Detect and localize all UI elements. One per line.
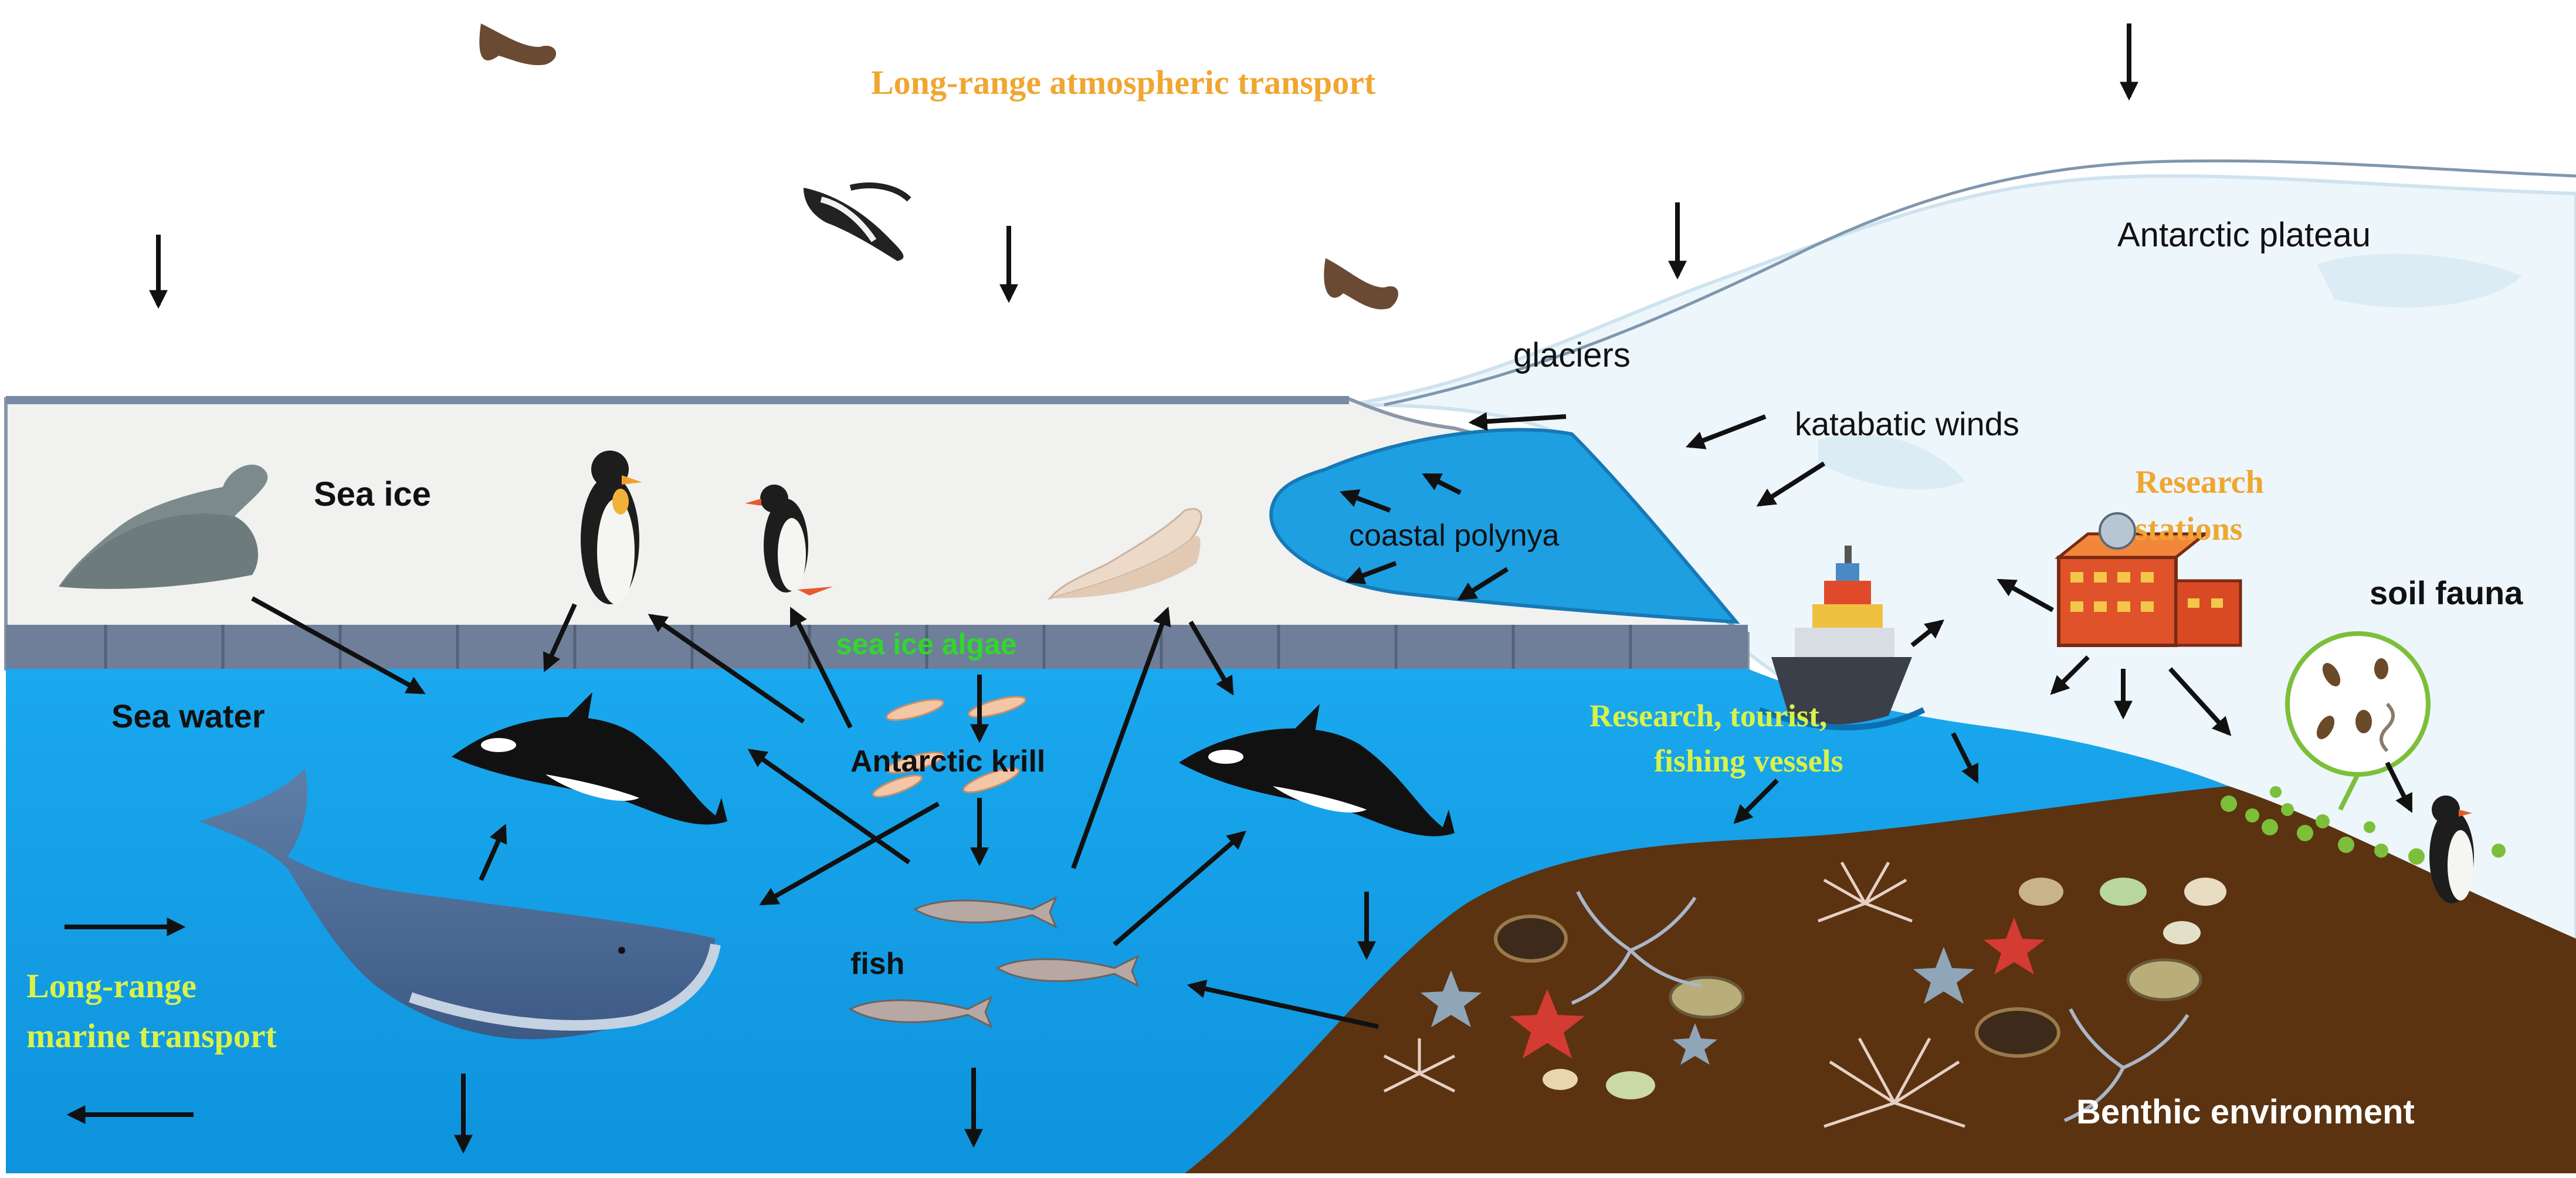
label-antarctic-plateau: Antarctic plateau xyxy=(2117,216,2371,254)
label-fish: fish xyxy=(850,947,904,981)
label-soil-fauna: soil fauna xyxy=(2370,574,2523,611)
orca-icon xyxy=(1179,704,1455,837)
antarctic-plateau-line xyxy=(1384,159,2576,407)
brittle-star-icon xyxy=(1571,891,2189,1122)
label-glaciers: glaciers xyxy=(1513,336,1631,374)
label-sea-water: Sea water xyxy=(111,698,265,734)
skua-bird-icon xyxy=(479,23,557,66)
label-atmospheric-transport: Long-range atmospheric transport xyxy=(871,63,1376,101)
skua-bird-icon xyxy=(1324,258,1398,310)
label-research-stations-line2: stations xyxy=(2135,511,2243,547)
label-vessels-line1: Research, tourist, xyxy=(1589,698,1827,733)
benthic-organisms xyxy=(1383,861,2226,1128)
label-katabatic-winds: katabatic winds xyxy=(1795,405,2019,442)
sea-spider-icon xyxy=(1383,861,1965,1128)
starfish-icon xyxy=(1510,918,2045,1058)
whale-icon xyxy=(199,769,721,1040)
gentoo-penguin-icon xyxy=(745,485,833,595)
label-antarctic-krill: Antarctic krill xyxy=(850,744,1045,778)
label-research-stations-line1: Research xyxy=(2135,464,2264,500)
vessel-icon xyxy=(1758,546,1926,730)
starfish-icon xyxy=(1421,947,1974,1065)
fish-icon xyxy=(848,895,1140,1029)
benthic-sediment xyxy=(1185,786,2576,1173)
label-sea-ice: Sea ice xyxy=(314,475,431,513)
petrel-bird-icon xyxy=(804,182,911,261)
orca-icon xyxy=(452,692,727,825)
snow-patch xyxy=(2317,253,2522,308)
flow-arrows xyxy=(65,23,2413,1154)
label-coastal-polynya: coastal polynya xyxy=(1349,519,1560,553)
label-sea-ice-algae: sea ice algae xyxy=(836,628,1017,661)
adelie-penguin-icon xyxy=(2429,796,2474,903)
label-marine-transport-line2: marine transport xyxy=(26,1017,277,1055)
elephant-seal-icon xyxy=(59,464,268,589)
label-benthic-environment: Benthic environment xyxy=(2076,1093,2415,1131)
emperor-penguin-icon xyxy=(581,451,642,604)
snow-patch xyxy=(1818,434,1965,490)
sea-cucumber-icon xyxy=(1494,878,2226,1099)
coastal-polynya xyxy=(1269,428,1740,624)
research-stations-icon xyxy=(2054,512,2242,647)
label-vessels-line2: fishing vessels xyxy=(1654,743,1843,778)
sea-ice-edge-blocks xyxy=(6,625,1748,675)
soil-fauna-magnifier xyxy=(2285,631,2431,811)
krill-icon xyxy=(872,696,1026,798)
label-marine-transport-line1: Long-range xyxy=(26,967,196,1005)
seal-icon xyxy=(1047,507,1202,600)
